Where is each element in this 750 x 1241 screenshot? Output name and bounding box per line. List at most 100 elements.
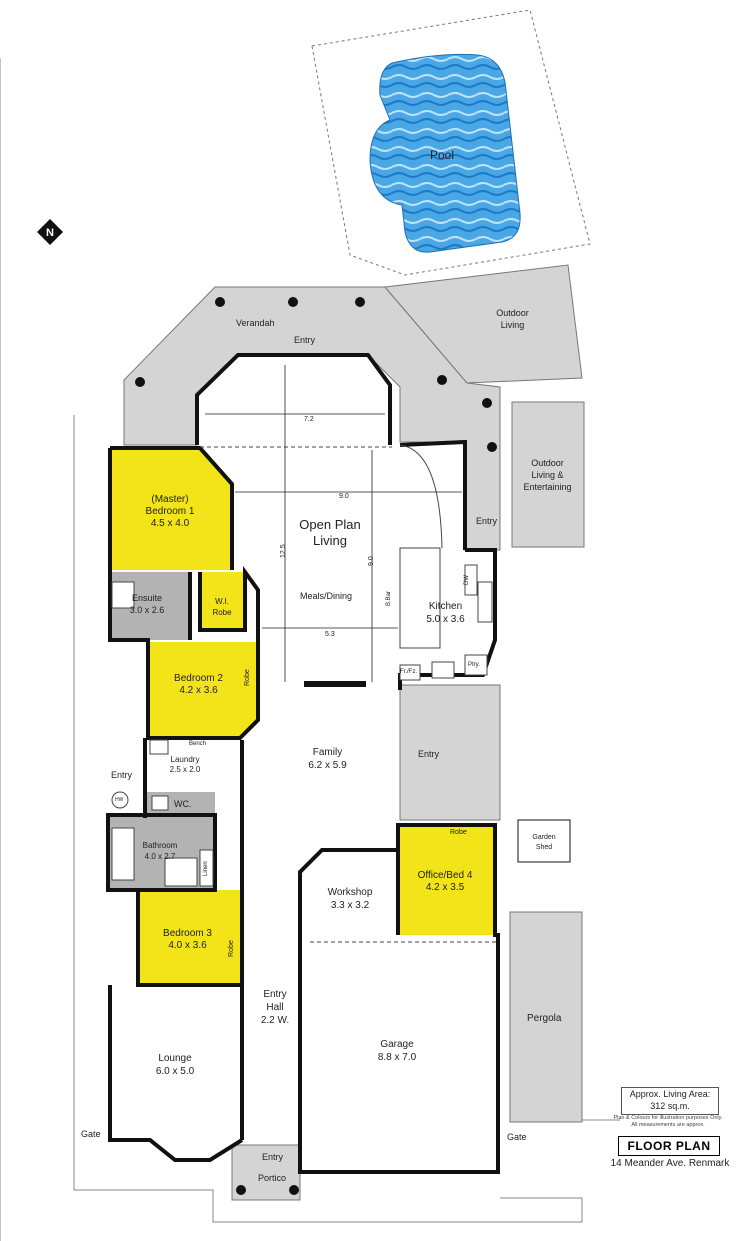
office-fill: [398, 825, 495, 935]
disclaimer-note: Plan & Colours for illustration purposes…: [602, 1115, 734, 1129]
north-arrow-icon: N: [37, 219, 63, 245]
text-line: Ensuite: [131, 593, 163, 603]
text-line: Lounge: [158, 1053, 192, 1064]
wir-label: W.I.Robe: [202, 596, 242, 618]
address: 14 Meander Ave. Renmark: [610, 1158, 730, 1169]
robe3-label: Robe: [228, 940, 235, 957]
bedroom2-fill: [148, 642, 258, 738]
post: [135, 377, 145, 387]
text-line: Outdoor: [496, 308, 529, 318]
dw: [464, 564, 478, 596]
pergola-area: [509, 911, 583, 1123]
text-line: 4.0 x 2.7: [144, 852, 176, 861]
text-line: Entertaining: [523, 482, 572, 492]
text-line: Bedroom 1: [145, 506, 195, 517]
text-line: 4.2 x 3.5: [425, 882, 465, 893]
post: [482, 398, 492, 408]
post: [236, 1185, 246, 1195]
text-line: Entry: [263, 989, 287, 1000]
wc-label: WC.: [174, 799, 192, 809]
verandah-posts: [135, 297, 497, 1195]
text-line: Living &: [531, 470, 564, 480]
pool: [369, 53, 521, 253]
text-line: Family: [312, 747, 343, 758]
text-line: 2.5 x 2.0: [169, 765, 201, 774]
dim-53: 5.3: [325, 631, 335, 638]
entry-mid-label: Entry: [418, 749, 440, 759]
text-line: 3.3 x 3.2: [330, 900, 370, 911]
stove: [431, 661, 455, 679]
robe-office-label: Robe: [450, 829, 467, 836]
text-line: (Master): [151, 494, 189, 505]
shower: [164, 857, 198, 887]
text-line: W.I.: [215, 597, 229, 606]
outdoor-entertaining-area: [511, 401, 585, 548]
kitchen-label: Kitchen 5.0 x 3.6: [418, 600, 473, 626]
text-line: Workshop: [327, 887, 373, 898]
fixtures: [111, 444, 571, 943]
text-line: Laundry: [170, 755, 200, 764]
post: [289, 1185, 299, 1195]
portico-area: [231, 1144, 301, 1201]
sink: [477, 581, 493, 623]
family-label: Family 6.2 x 5.9: [300, 746, 355, 772]
meals-label: Meals/Dining: [300, 591, 353, 601]
text-line: 5.0 x 3.6: [426, 614, 465, 625]
text-line: 6.0 x 5.0: [155, 1066, 195, 1077]
note-line: Plan & Colours for illustration purposes…: [613, 1115, 723, 1121]
dim-90: 9.0: [339, 493, 349, 500]
ensuite-bath: [111, 581, 135, 609]
text-line: Bedroom 2: [174, 673, 223, 684]
text-line: 3.0 x 2.6: [129, 605, 165, 615]
hot-water: [111, 791, 129, 809]
laundry-tub: [149, 739, 169, 755]
entry-right-label: Entry: [476, 516, 498, 526]
svg-text:N: N: [46, 227, 54, 239]
text-line: Garden: [532, 834, 556, 841]
dim-72: 7.2: [304, 416, 314, 423]
post: [437, 375, 447, 385]
outdoor-living-area: [384, 264, 583, 384]
text-line: 4.2 x 3.6: [179, 685, 218, 696]
lounge-label: Lounge 6.0 x 5.0: [150, 1052, 200, 1078]
wc-pan: [151, 795, 169, 811]
living-area-label: Approx. Living Area:: [629, 1089, 711, 1099]
dim-90v: 9.0: [368, 556, 375, 566]
text-line: Living: [500, 320, 525, 330]
gate-right-label: Gate: [507, 1132, 527, 1142]
pool-enclosure: [311, 9, 591, 276]
wir-fill: [200, 572, 245, 630]
text-line: 8.8 x 7.0: [377, 1052, 417, 1063]
bbar-label: B.Bar: [386, 590, 392, 606]
side-entry-area: [399, 684, 501, 821]
text-line: Shed: [535, 844, 553, 851]
text-line: 6.2 x 5.9: [308, 760, 347, 771]
property-boundary: [0, 58, 620, 1241]
post: [355, 297, 365, 307]
text-line: 4.0 x 3.6: [168, 940, 207, 951]
gate-left-label: Gate: [81, 1129, 101, 1139]
floor-plan-title: FLOOR PLAN: [618, 1136, 720, 1156]
post: [215, 297, 225, 307]
text-line: 4.5 x 4.0: [150, 518, 190, 529]
dw-label: DW: [464, 575, 470, 585]
text-line: Living: [313, 533, 347, 548]
text-line: Office/Bed 4: [417, 870, 473, 881]
hw-label: HW: [115, 797, 124, 803]
dimension-lines: [205, 365, 462, 682]
pergola-label: Pergola: [527, 1013, 562, 1024]
ptry-label: Ptry.: [468, 662, 480, 668]
text-line: Kitchen: [428, 601, 463, 612]
entry-top-label: Entry: [294, 335, 316, 345]
